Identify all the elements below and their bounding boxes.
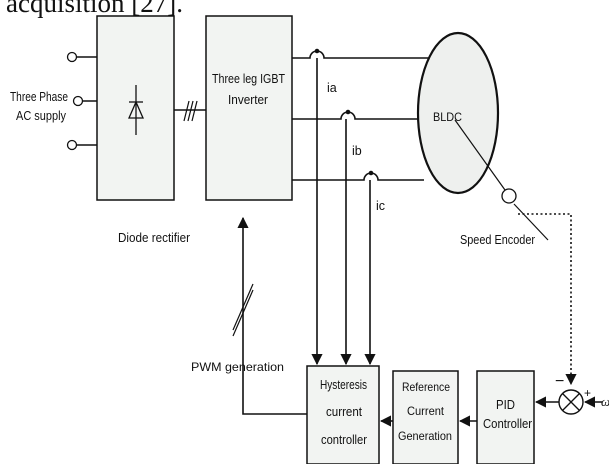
phase-c-line — [292, 172, 424, 181]
pid-label-line2: Controller — [483, 417, 532, 431]
supply-terminals — [66, 51, 97, 151]
hysteresis-label-line3: controller — [321, 433, 367, 447]
inverter-label-line1: Three leg IGBT — [212, 72, 285, 86]
speed-encoder-icon — [501, 188, 517, 204]
current-label-ic: ic — [376, 199, 385, 213]
reference-label-line1: Reference — [402, 380, 450, 394]
pid-label-line1: PID — [496, 398, 515, 412]
igbt-inverter-block — [205, 15, 293, 201]
diode-icon — [128, 85, 144, 135]
pwm-line — [237, 216, 307, 415]
phase-a-line — [292, 50, 430, 59]
terminal-c — [66, 139, 78, 151]
terminal-a — [66, 51, 78, 63]
summer-minus-sign: − — [555, 373, 564, 390]
hysteresis-label-line2: current — [326, 405, 362, 419]
current-label-ia: ia — [327, 81, 337, 95]
summing-junction — [558, 389, 584, 415]
supply-label-line2: AC supply — [16, 109, 67, 123]
reference-label-line2: Current — [407, 404, 445, 418]
current-sensor-b — [345, 109, 351, 115]
pwm-bus-hash-icon — [232, 283, 254, 337]
diode-rectifier-label: Diode rectifier — [118, 231, 190, 245]
supply-label-line1: Three Phase — [10, 90, 68, 104]
pwm-generation-label: PWM generation — [191, 360, 284, 374]
hysteresis-controller-block — [306, 365, 380, 464]
summer-plus-sign: + — [584, 386, 591, 400]
hysteresis-label-line1: Hysteresis — [320, 378, 367, 392]
reference-label-line3: Generation — [398, 429, 452, 443]
current-label-ib: ib — [352, 144, 362, 158]
pid-controller-block — [476, 370, 535, 464]
speed-encoder-label: Speed Encoder — [460, 232, 536, 247]
caption-fragment: acquisition [27]. — [6, 0, 183, 18]
encoder-shaft-2 — [513, 203, 549, 241]
inverter-label-line2: Inverter — [228, 93, 268, 107]
phase-b-line — [292, 111, 424, 120]
reference-current-block — [392, 370, 459, 464]
current-sensor-a — [314, 48, 320, 54]
current-sensor-c — [368, 170, 374, 176]
encoder-shaft — [454, 119, 506, 191]
bldc-label: BLDC — [433, 110, 462, 124]
dc-link-hash-icon — [183, 100, 198, 122]
terminal-b — [72, 95, 84, 107]
reference-speed-label: ω — [601, 394, 609, 409]
